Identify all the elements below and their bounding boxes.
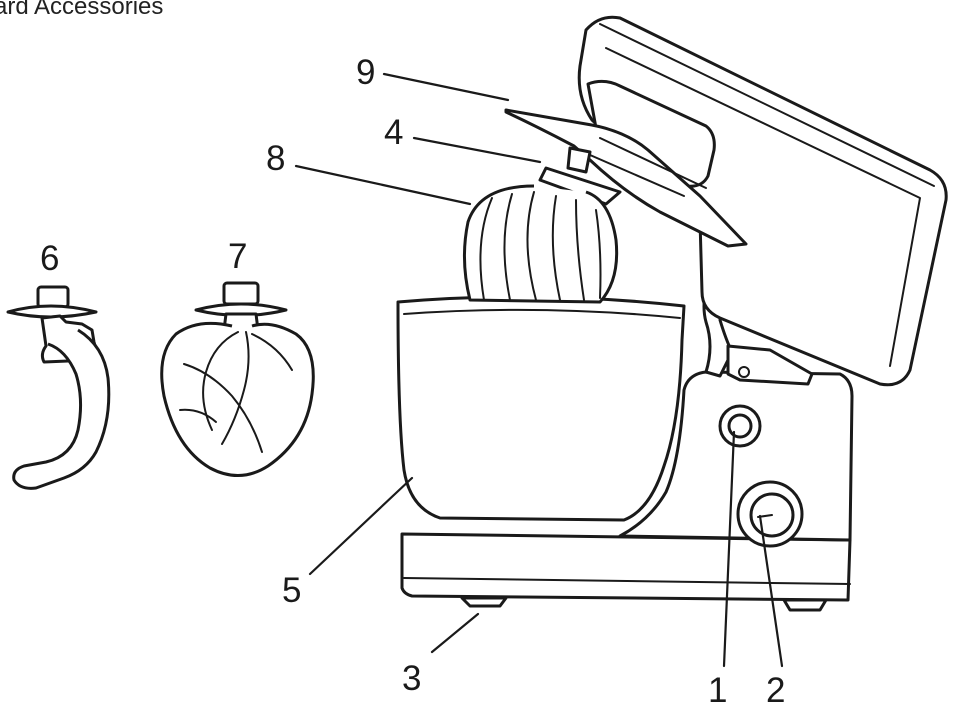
flat-beater-accessory	[160, 281, 315, 478]
dough-hook-accessory	[6, 285, 111, 490]
label-4: 4	[384, 113, 403, 152]
label-9: 9	[356, 53, 375, 92]
section-heading: ard Accessories	[0, 0, 164, 20]
label-3: 3	[402, 659, 421, 698]
label-7: 7	[228, 237, 247, 276]
label-2: 2	[766, 671, 785, 710]
label-1: 1	[708, 671, 727, 710]
label-5: 5	[282, 571, 301, 610]
label-6: 6	[40, 239, 59, 278]
label-8: 8	[266, 139, 285, 178]
leader-lines	[294, 72, 784, 668]
stand-mixer	[396, 15, 948, 612]
